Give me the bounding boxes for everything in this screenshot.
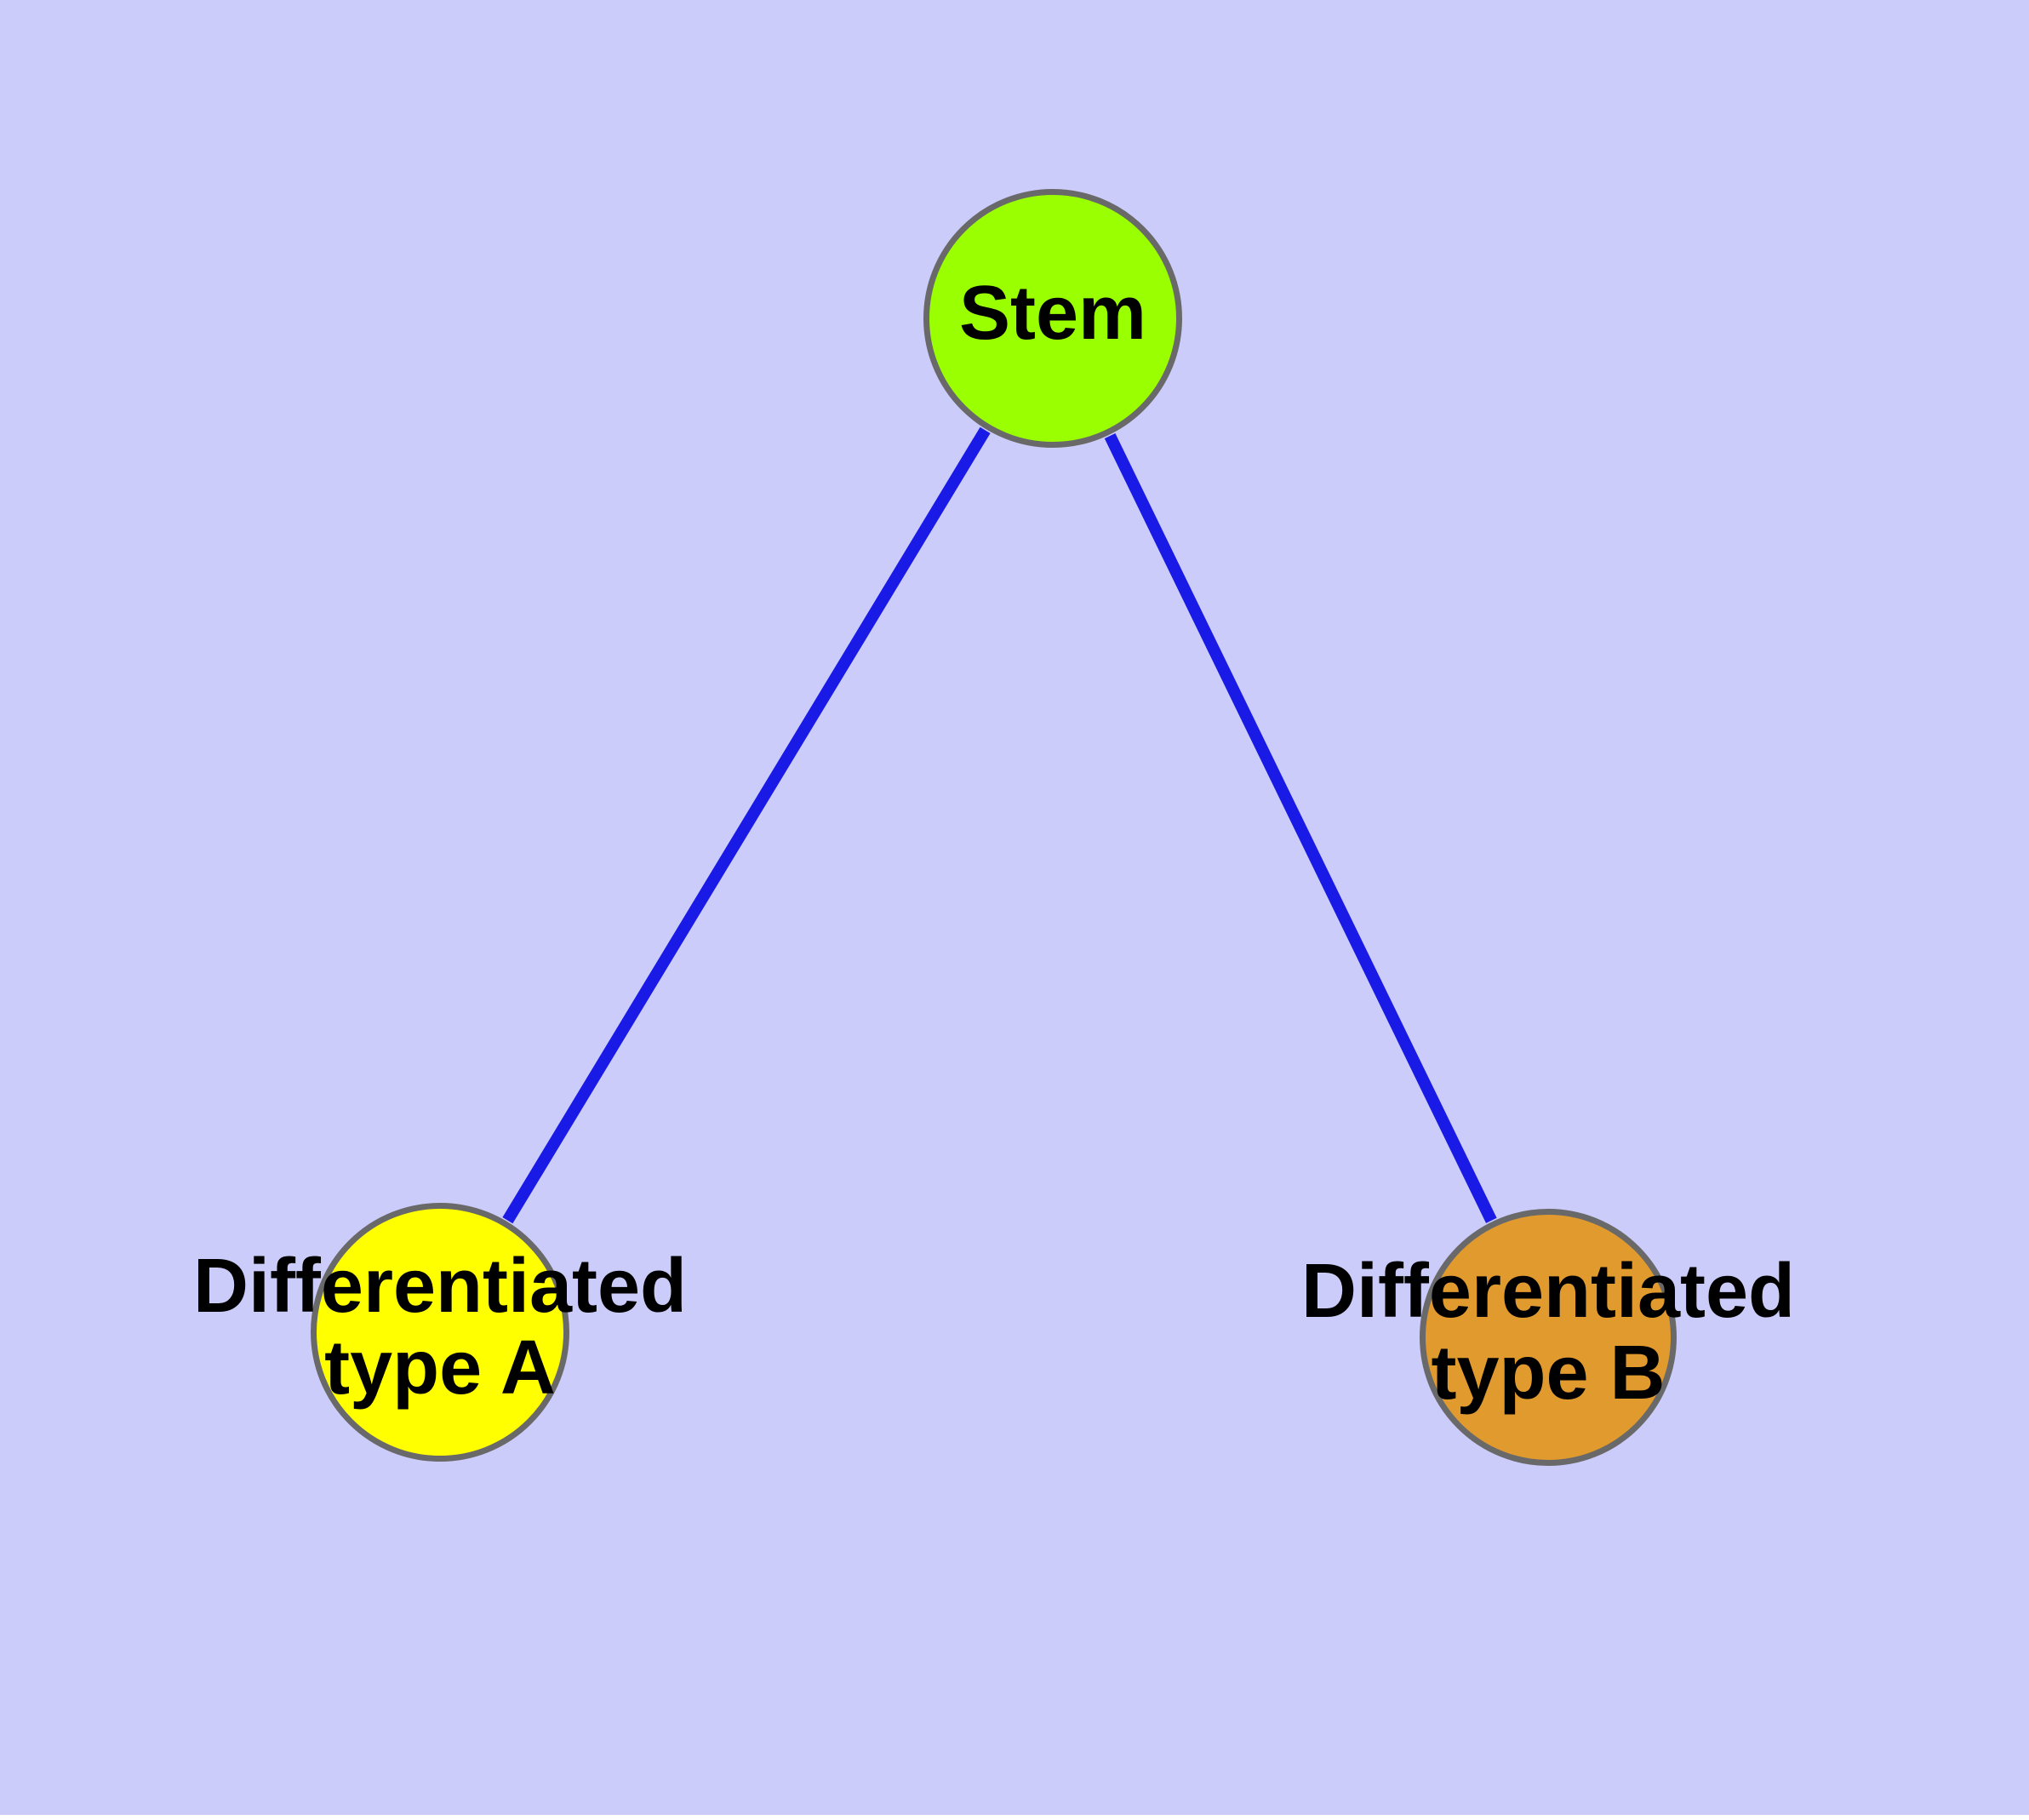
graph-edge-stem-to-diff-b[interactable]	[1104, 432, 1497, 1223]
edges-layer	[502, 426, 1497, 1224]
graph-node-stem[interactable]	[923, 189, 1182, 448]
graph-edge-stem-to-diff-a[interactable]	[502, 426, 991, 1224]
graph-node-diff-a[interactable]	[311, 1203, 569, 1462]
graph-node-diff-b[interactable]	[1420, 1209, 1677, 1466]
nodes-layer	[311, 189, 1677, 1466]
